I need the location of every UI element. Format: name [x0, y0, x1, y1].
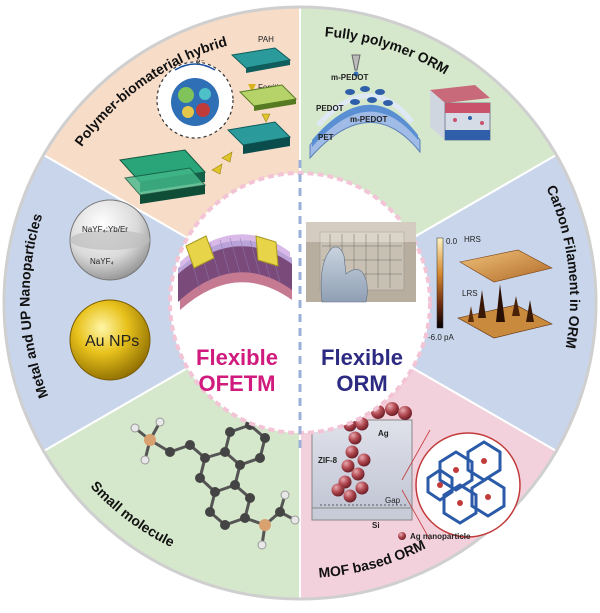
- zif8-framework-icon: [426, 440, 506, 525]
- zif-text: ZIF-8: [318, 456, 338, 465]
- center-right-line1: Flexible: [321, 345, 403, 370]
- lrs-surface: [457, 284, 553, 339]
- orm-photo-illustration: [306, 222, 416, 303]
- ink-droplet-icon: [353, 71, 359, 77]
- nanoparticle-text: Ag nanoparticle: [410, 532, 471, 541]
- pah-film: [230, 47, 292, 73]
- molecule-atoms: [130, 417, 300, 550]
- mof-ag-dots: [437, 458, 491, 506]
- nayf4-yb-er-text: NaYF₄:Yb/Er: [82, 225, 128, 234]
- lrs-text: LRS: [462, 289, 478, 298]
- pedot-block: [430, 85, 491, 141]
- ofetm-device-illustration: [178, 234, 292, 310]
- electrode-left-icon: [185, 235, 215, 269]
- scale-top-text: 0.0: [446, 237, 458, 246]
- pipette-icon: [351, 54, 361, 71]
- core-shell-section: [70, 230, 150, 250]
- si-text: Si: [372, 521, 380, 530]
- outer-ring: [2, 5, 598, 601]
- center-left-line2: OFETM: [199, 371, 276, 396]
- au-nps-text: Au NPs: [85, 333, 139, 350]
- arched-device: [309, 93, 421, 160]
- pedot-dots: [345, 86, 393, 106]
- electrode-right-icon: [255, 235, 279, 267]
- hybrid-film-right: [226, 121, 292, 154]
- center-right-line2: ORM: [336, 371, 387, 396]
- pah-text: PAH: [258, 35, 274, 44]
- ferritin-molecule-icon: [171, 78, 219, 126]
- electron-text: e⁻: [196, 57, 205, 66]
- zoom-line-top: [401, 429, 431, 481]
- ferritin-arrow-icon: [248, 84, 256, 92]
- assembly-arrows: [211, 113, 271, 175]
- electron-path: [174, 63, 216, 71]
- m-pedot-top-text: m-PEDOT: [331, 73, 368, 82]
- zoom-line-bottom: [401, 489, 431, 541]
- glove-icon: [320, 246, 368, 303]
- si-substrate: [311, 507, 413, 521]
- mof-zoom-circle: [415, 432, 521, 538]
- scale-bottom-text: -6.0 pA: [428, 333, 454, 342]
- m-pedot-text: m-PEDOT: [350, 115, 387, 124]
- gap-text: Gap: [385, 496, 401, 505]
- hrs-text: HRS: [464, 235, 481, 244]
- current-scale-bar: [436, 237, 444, 329]
- center-left-line1: Flexible: [196, 345, 278, 370]
- middle-film-stack: [238, 84, 298, 111]
- ag-text: Ag: [378, 429, 389, 438]
- hrs-surface: [459, 249, 553, 283]
- au-nanoparticle: [69, 299, 151, 381]
- pedot-text: PEDOT: [316, 104, 344, 113]
- legend-nanoparticle-icon: [398, 532, 406, 540]
- hybrid-film-large: [119, 149, 206, 204]
- pet-text: PET: [318, 133, 334, 142]
- nayf4-text: NaYF₄: [90, 257, 114, 266]
